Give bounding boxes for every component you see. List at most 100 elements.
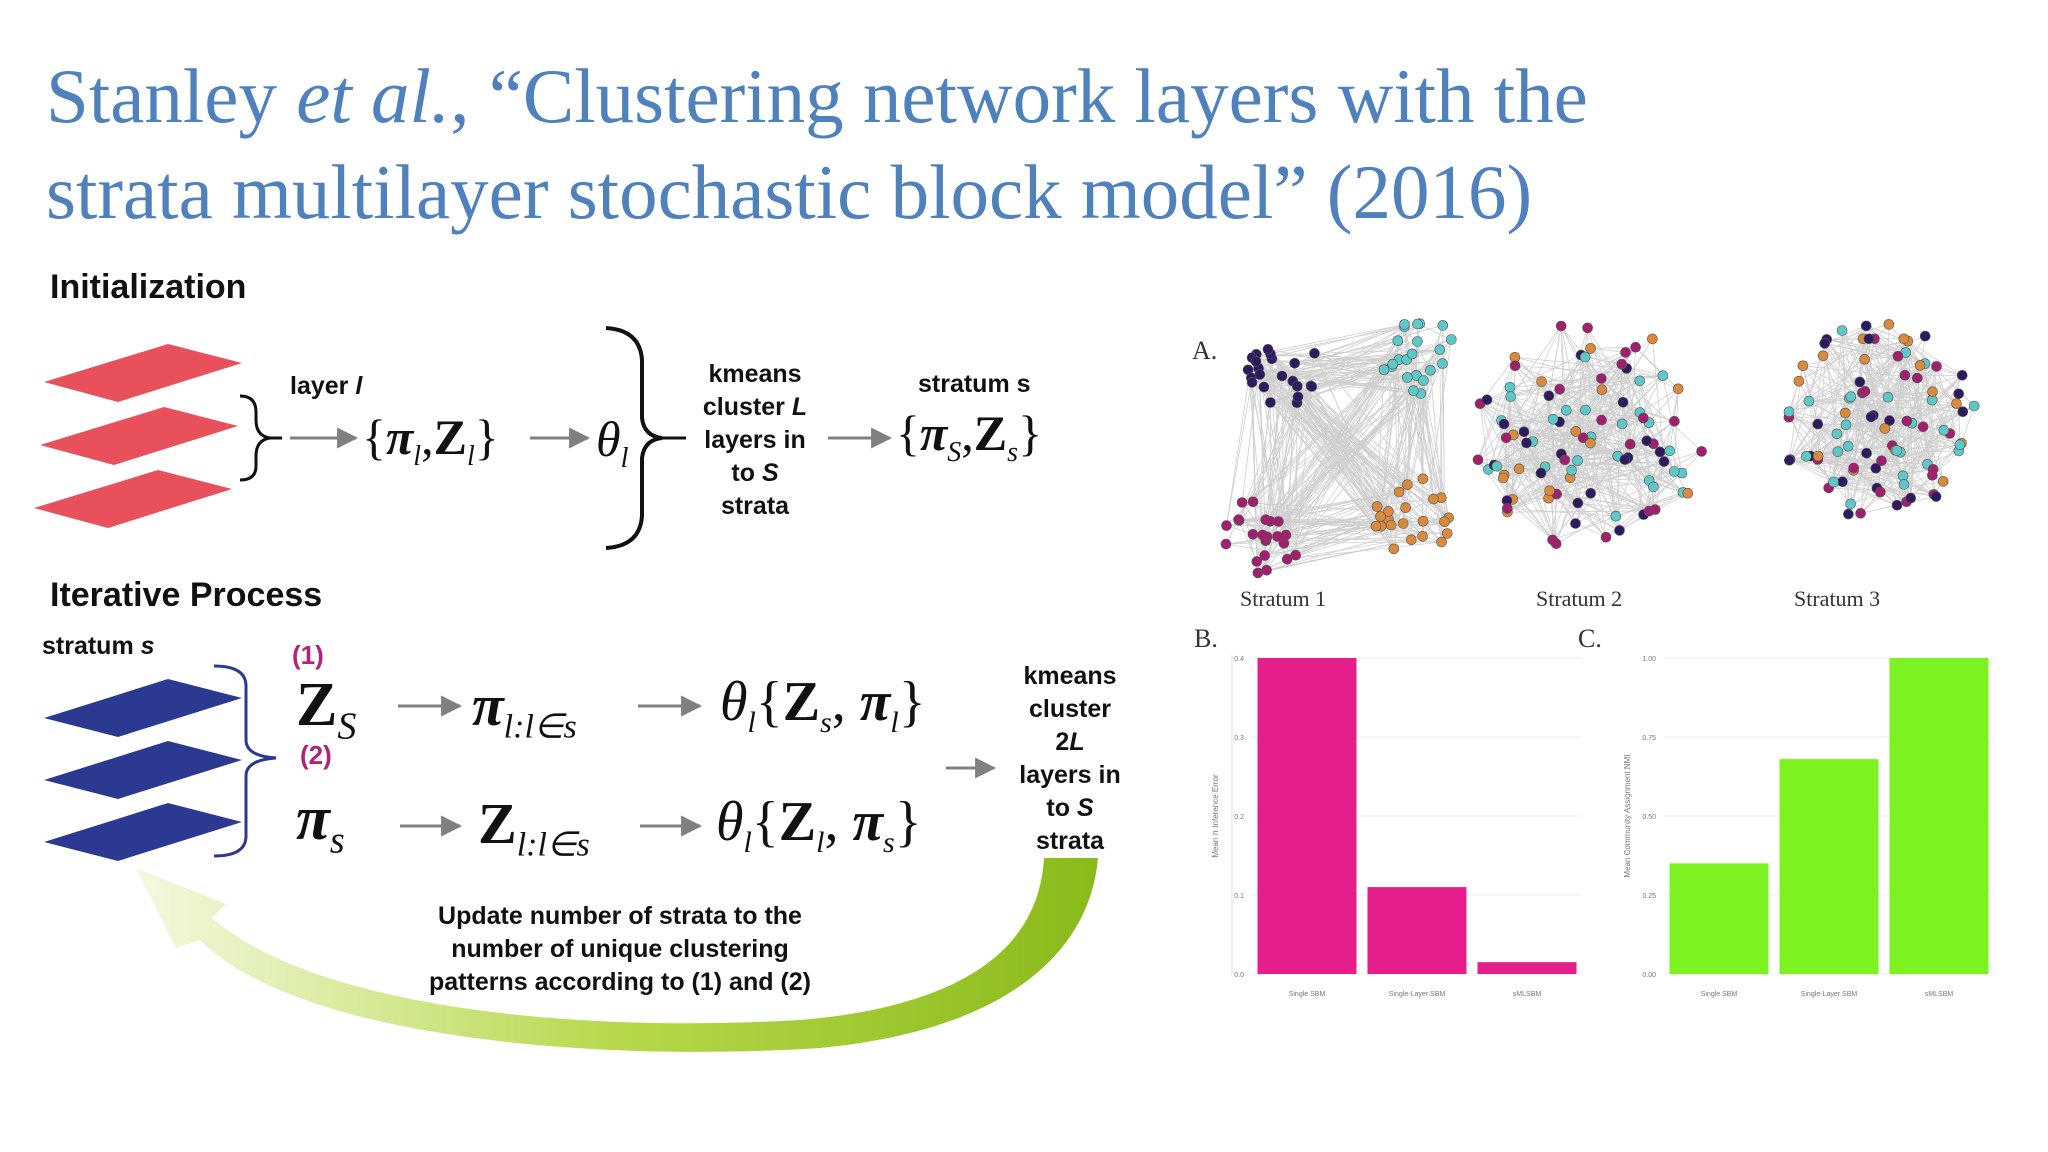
network-node [1641, 435, 1653, 447]
network-edge [1402, 377, 1408, 524]
network-edge [1251, 357, 1400, 493]
network-node [1441, 528, 1453, 539]
network-node [1931, 361, 1942, 372]
network-edge [1266, 543, 1285, 571]
network-node [1831, 428, 1843, 440]
network-edge [1297, 339, 1452, 398]
network-edge [1577, 460, 1607, 538]
network-edge [1241, 502, 1412, 541]
network-node [1261, 564, 1272, 576]
network-edge [1629, 443, 1684, 493]
network-edge [1266, 386, 1298, 571]
network-node [1392, 335, 1404, 347]
network-node [1664, 445, 1675, 457]
network-node [1278, 537, 1290, 549]
network-node [1582, 322, 1593, 334]
network-node [1919, 330, 1931, 342]
network-edge [1673, 388, 1679, 472]
init-stratum-label: stratum s [918, 370, 1031, 398]
network-node [1220, 538, 1232, 550]
network-edge [1507, 490, 1550, 513]
network-edge [1788, 411, 1843, 483]
network-edge [1859, 381, 1933, 401]
network-node [1265, 397, 1276, 408]
network-edge [1225, 524, 1392, 545]
network-node [1803, 395, 1815, 407]
network-node [1617, 396, 1629, 408]
chart-y-tick-label: 0.00 [1642, 972, 1656, 979]
network-edge [1383, 369, 1414, 392]
network-edge [1507, 469, 1572, 513]
network-edge [1626, 412, 1641, 459]
network-edge [1277, 324, 1405, 537]
network-node [1446, 334, 1457, 345]
network-node [1875, 486, 1886, 498]
network-edge [1270, 353, 1399, 360]
network-edge [1880, 430, 1945, 493]
network-node [1954, 439, 1966, 451]
network-edge [1265, 393, 1421, 521]
network-edge [1560, 348, 1591, 454]
panel-a-label: A. [1192, 336, 1218, 365]
network-edge [1252, 402, 1271, 535]
network-node [1378, 364, 1390, 376]
network-edge [1257, 511, 1389, 574]
network-node [1434, 344, 1446, 356]
network-edge [1590, 348, 1626, 353]
network-node [1859, 385, 1871, 397]
chart-bar [1477, 962, 1577, 974]
network-node [1883, 319, 1895, 330]
init-pi-z-stratum: {πS,Zs} [896, 405, 1043, 468]
iter-brace [213, 664, 277, 858]
network-edge [1514, 356, 1627, 369]
network-node [1836, 325, 1848, 336]
network-edge [1507, 451, 1661, 513]
network-node [1257, 529, 1268, 541]
network-node [1797, 360, 1809, 372]
network-node [1417, 530, 1428, 542]
network-edge [1577, 442, 1591, 504]
network-node [1859, 353, 1870, 365]
blue-layer-3 [44, 803, 242, 861]
network-edge [1479, 403, 1508, 501]
chart-x-tick-label: sMLSBM [1513, 991, 1542, 998]
network-edge [1798, 338, 1875, 382]
network-edge [1845, 403, 1957, 414]
network-node [1236, 497, 1248, 508]
network-edge [1571, 469, 1650, 512]
network-edge [1646, 420, 1675, 442]
network-node [1927, 386, 1938, 398]
network-edge [1864, 391, 1886, 429]
network-node [1276, 370, 1288, 382]
network-edge [1510, 396, 1562, 455]
network-node [1572, 497, 1584, 509]
network-node [1624, 438, 1636, 450]
network-edge [1817, 455, 1878, 489]
network-node [1397, 518, 1409, 529]
network-node [1585, 343, 1596, 354]
network-node [1406, 534, 1417, 546]
network-node [1289, 357, 1300, 369]
feedback-green-arrow [136, 858, 1098, 1052]
network-node [1876, 455, 1887, 467]
iter-theta-1: θl{Zs, πl} [720, 671, 926, 740]
network-edge [1931, 375, 1963, 401]
network-edge [1881, 460, 1911, 499]
network-edge [1259, 374, 1287, 536]
network-edge [1903, 338, 1963, 376]
network-edge [1270, 386, 1312, 403]
network-node [1882, 391, 1894, 403]
network-node [1669, 466, 1680, 477]
network-edge [1266, 390, 1414, 538]
network-edge [1850, 470, 1854, 504]
chart-bar [1367, 887, 1467, 974]
title-part1: Stanley [46, 53, 297, 139]
network-edge [1258, 367, 1382, 527]
network-edge [1251, 323, 1420, 359]
panel-c-label: C. [1578, 624, 1602, 653]
network-edge [1513, 434, 1562, 455]
title-line2: strata multilayer stochastic block model… [46, 149, 1533, 235]
chart-bar [1257, 658, 1357, 974]
network-edge [1806, 398, 1850, 457]
